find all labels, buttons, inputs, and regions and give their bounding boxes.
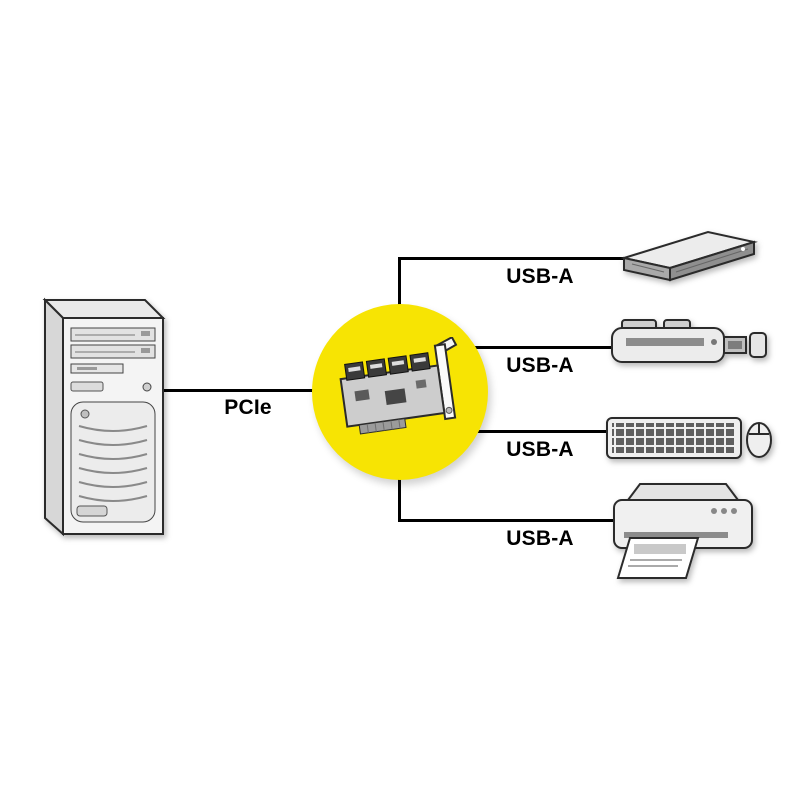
printer-icon (602, 474, 764, 586)
desktop-pc-icon (25, 292, 175, 542)
wire-usb4-horizontal (398, 519, 620, 522)
pcie-card-icon (339, 337, 458, 435)
hard-drive-icon (612, 222, 762, 292)
usb-label-3: USB-A (506, 438, 574, 461)
usb-label-2: USB-A (506, 354, 574, 377)
card-reader-icon (608, 312, 770, 372)
hub-highlight-circle (312, 304, 488, 480)
pcie-label: PCIe (224, 396, 272, 419)
usb-label-4: USB-A (506, 527, 574, 550)
wire-usb3-horizontal (428, 430, 630, 433)
wire-usb1-horizontal (398, 257, 630, 260)
wire-usb2-horizontal (428, 346, 630, 349)
usb-label-1: USB-A (506, 265, 574, 288)
keyboard-mouse-icon (605, 410, 777, 465)
wire-pcie (160, 389, 325, 392)
